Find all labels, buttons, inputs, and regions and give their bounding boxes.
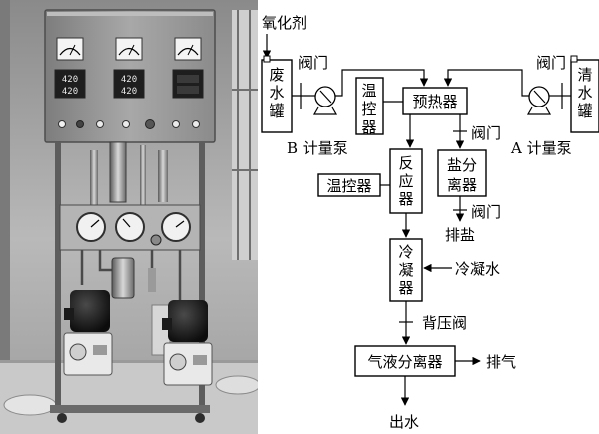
valve-label-left: 阀门 — [298, 54, 328, 72]
water-out-label: 出水 — [389, 413, 419, 431]
gas-liquid-separator-label: 气液分离器 — [367, 353, 442, 371]
oxidant-label: 氧化剂 — [262, 14, 307, 32]
valve-label-mid: 阀门 — [471, 124, 501, 142]
clean-tank-label: 清水罐 — [577, 66, 592, 120]
pump-b-icon — [314, 87, 336, 114]
salt-discharge-label: 排盐 — [445, 226, 475, 244]
condenser-label: 冷凝器 — [398, 243, 413, 297]
exhaust-label: 排气 — [486, 353, 516, 371]
pump-b-label: B 计量泵 — [287, 139, 348, 157]
reactor-label: 反应器 — [398, 154, 413, 208]
svg-text:清水罐: 清水罐 — [577, 66, 592, 120]
svg-text:废水罐: 废水罐 — [269, 66, 284, 120]
pump-a-label: A 计量泵 — [510, 139, 572, 157]
pump-a-icon — [528, 87, 550, 114]
temp-controller-side-label: 温控器 — [326, 177, 371, 195]
cooling-water-label: 冷凝水 — [455, 260, 500, 278]
svg-text:离器: 离器 — [447, 176, 477, 194]
svg-text:温控器: 温控器 — [361, 82, 376, 136]
svg-text:盐分: 盐分 — [447, 156, 477, 174]
waste-tank-label: 废水罐 — [269, 66, 284, 120]
valve-label-right: 阀门 — [536, 54, 566, 72]
svg-text:反应器: 反应器 — [398, 154, 413, 208]
svg-text:冷凝器: 冷凝器 — [398, 243, 413, 297]
preheater-label: 预热器 — [412, 93, 457, 111]
back-pressure-valve-label: 背压阀 — [422, 314, 467, 332]
valve-label-bottom: 阀门 — [471, 203, 501, 221]
temp-controller-top-label: 温控器 — [361, 82, 376, 136]
